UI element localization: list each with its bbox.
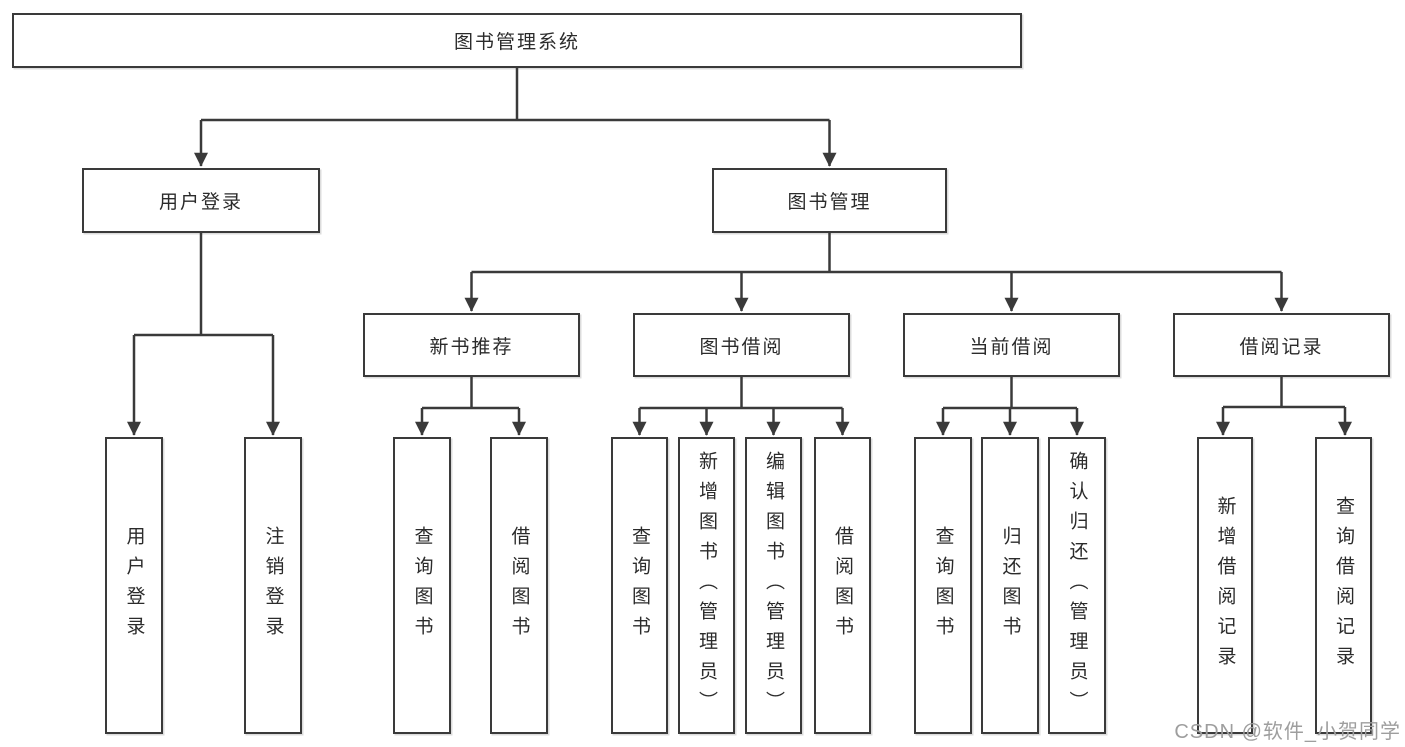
node-book-borrowing: 图书借阅 [633, 313, 850, 377]
leaf-borrow-books: 借阅图书 [814, 437, 871, 734]
node-label: 用户登录 [158, 192, 243, 213]
node-label: 当前借阅 [969, 336, 1054, 358]
node-user-login-branch: 用户登录 [82, 168, 320, 233]
leaf-confirm-return-admin: 确认归还（管理员） [1048, 437, 1106, 734]
leaf-label: 确认归还（管理员） [1066, 450, 1088, 721]
leaf-query-books-borrow: 查询图书 [611, 437, 668, 734]
node-new-book-recommend: 新书推荐 [363, 313, 580, 377]
leaf-edit-books-admin: 编辑图书（管理员） [745, 437, 802, 734]
leaf-borrow-books-recommend: 借阅图书 [490, 437, 548, 734]
leaf-label: 借阅图书 [832, 525, 853, 646]
leaf-return-books: 归还图书 [981, 437, 1039, 734]
leaf-add-borrow-record: 新增借阅记录 [1197, 437, 1253, 734]
leaf-label: 查询图书 [411, 525, 433, 646]
node-current-borrowing: 当前借阅 [903, 313, 1120, 377]
leaf-query-borrow-record: 查询借阅记录 [1315, 437, 1372, 734]
leaf-label: 查询图书 [629, 525, 650, 646]
leaf-query-books-current: 查询图书 [914, 437, 972, 734]
leaf-add-books-admin: 新增图书（管理员） [678, 437, 735, 734]
node-book-management-branch: 图书管理 [712, 168, 947, 233]
leaf-label: 归还图书 [999, 525, 1021, 646]
leaf-user-login: 用户登录 [105, 437, 163, 734]
node-label: 图书借阅 [699, 336, 784, 358]
csdn-watermark: CSDN @软件_小贺同学 [1174, 721, 1401, 743]
node-label: 借阅记录 [1239, 336, 1324, 358]
node-label: 图书管理 [787, 192, 872, 213]
leaf-label: 新增借阅记录 [1214, 495, 1236, 676]
leaf-label: 编辑图书（管理员） [763, 450, 784, 721]
leaf-label: 查询借阅记录 [1333, 495, 1354, 676]
leaf-label: 借阅图书 [508, 525, 530, 646]
node-root-label: 图书管理系统 [453, 32, 580, 53]
node-borrowing-records: 借阅记录 [1173, 313, 1390, 377]
leaf-label: 用户登录 [123, 525, 145, 646]
leaf-logout: 注销登录 [244, 437, 302, 734]
leaf-query-books-recommend: 查询图书 [393, 437, 451, 734]
leaf-label: 注销登录 [262, 525, 284, 646]
node-root-library-system: 图书管理系统 [12, 13, 1022, 68]
leaf-label: 新增图书（管理员） [696, 450, 717, 721]
node-label: 新书推荐 [429, 336, 514, 358]
leaf-label: 查询图书 [932, 525, 954, 646]
